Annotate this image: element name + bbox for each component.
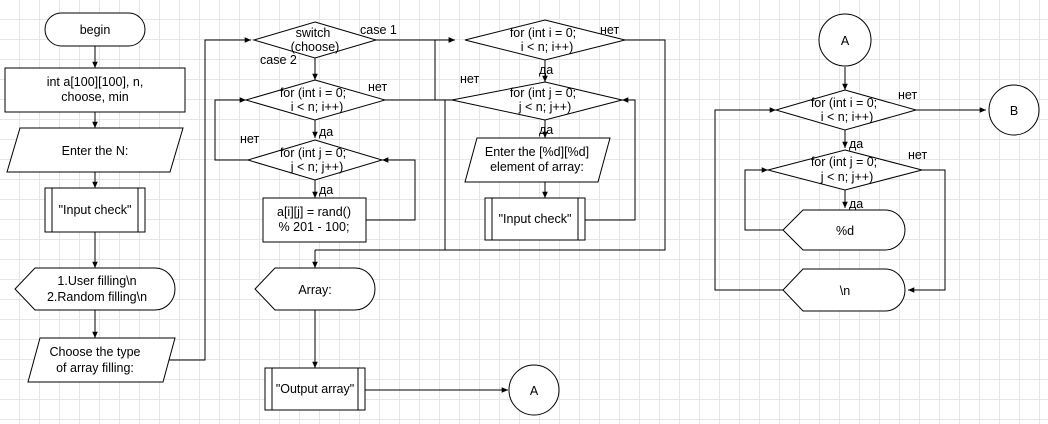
decision-for-j-print: for (int j = 0; j < n; j++) xyxy=(766,149,924,191)
io-choose-type: Choose the type of array filling: xyxy=(27,337,176,383)
node-label: Enter the N: xyxy=(62,144,129,158)
decision-for-i-user: for (int i = 0; i < n; i++) xyxy=(464,19,626,61)
node-label: A xyxy=(530,384,539,398)
edge-printd-back-j xyxy=(744,167,783,231)
display-array: Array: xyxy=(254,267,376,311)
node-label: a[i][j] = rand() xyxy=(277,205,351,219)
edge-forj-no-newline xyxy=(908,169,946,293)
node-label: j < n; j++) xyxy=(290,160,343,174)
decision-for-i-random: for (int i = 0; i < n; i++) xyxy=(244,79,387,121)
connector-b: B xyxy=(988,84,1040,136)
node-label: 2.Random filling\n xyxy=(47,290,147,304)
edge-label-yes: да xyxy=(539,123,553,137)
edge-label-no: нет xyxy=(600,23,619,37)
display-print-newline: \n xyxy=(782,268,906,312)
display-print-d: %d xyxy=(782,209,906,251)
node-label: Array: xyxy=(298,283,331,297)
node-label: i < n; i++) xyxy=(291,100,343,114)
io-enter-n: Enter the N: xyxy=(6,127,184,173)
decision-for-i-print: for (int i = 0; i < n; i++) xyxy=(774,89,918,131)
subprocess-input-check-2: "Input check" xyxy=(484,197,586,241)
subprocess-output-array: "Output array" xyxy=(264,367,366,411)
edge-label-yes: да xyxy=(319,183,333,197)
node-label: choose, min xyxy=(61,90,128,104)
edge-label-yes: да xyxy=(849,197,863,211)
connector-a-in: A xyxy=(818,13,872,67)
connector-a-out: A xyxy=(508,364,560,416)
node-label: Enter the [%d][%d] xyxy=(485,145,589,159)
node-label: % 201 - 100; xyxy=(279,220,350,234)
edge-label-yes: да xyxy=(539,63,553,77)
node-label: Choose the type xyxy=(49,345,140,359)
terminal-begin: begin xyxy=(44,12,146,47)
node-label: element of array: xyxy=(490,160,584,174)
edge-label-yes: да xyxy=(319,125,333,139)
node-label: for (int i = 0; xyxy=(811,96,877,110)
edge-fori-no-user xyxy=(315,39,666,251)
edge-check2-back-j xyxy=(585,97,636,221)
edge-label-no: нет xyxy=(460,72,479,86)
process-declare: int a[100][100], n, choose, min xyxy=(4,67,186,113)
io-enter-element: Enter the [%d][%d] element of array: xyxy=(464,137,611,183)
node-label: i < n; i++) xyxy=(521,40,573,54)
flowchart-edges xyxy=(92,37,986,393)
node-label: switch xyxy=(296,26,331,40)
node-label: (choose) xyxy=(291,40,340,54)
edge-forj-no-back-i-user xyxy=(434,37,455,101)
edge-label-case1: case 1 xyxy=(360,23,397,37)
process-rand-assign: a[i][j] = rand() % 201 - 100; xyxy=(262,197,367,243)
display-menu: 1.User filling\n 2.Random filling\n xyxy=(14,267,176,311)
node-label: for (int j = 0; xyxy=(811,155,877,169)
edge-label-case2: case 2 xyxy=(260,53,297,67)
decision-switch: switch (choose) xyxy=(252,21,378,59)
node-label: i < n; i++) xyxy=(821,110,873,124)
node-label: j < n; j++) xyxy=(518,100,571,114)
node-label: for (int i = 0; xyxy=(510,26,576,40)
node-label: begin xyxy=(80,23,111,37)
node-label: for (int j = 0; xyxy=(510,86,576,100)
edge-label-no: нет xyxy=(908,148,927,162)
edge-label-no: нет xyxy=(240,132,259,146)
subprocess-input-check-1: "Input check" xyxy=(44,187,146,233)
edge-label-yes: да xyxy=(849,137,863,151)
node-label: \n xyxy=(840,284,850,298)
node-label: A xyxy=(841,34,850,48)
node-label: of array filling: xyxy=(56,361,134,375)
decision-for-j-user: for (int j = 0; j < n; j++) xyxy=(451,81,623,121)
node-label: B xyxy=(1010,104,1018,118)
decision-for-j-random: for (int j = 0; j < n; j++) xyxy=(246,139,384,181)
edge-forj-no-back-i xyxy=(214,97,248,161)
edge-newline-back-i xyxy=(714,107,783,291)
edge-label-no: нет xyxy=(898,88,917,102)
node-label: for (int j = 0; xyxy=(280,146,346,160)
node-label: j < n; j++) xyxy=(820,170,873,184)
node-label: for (int i = 0; xyxy=(280,86,346,100)
node-label: "Input check" xyxy=(499,212,572,226)
edge-choose-switch xyxy=(165,37,251,361)
node-label: int a[100][100], n, xyxy=(47,75,144,89)
edge-assign-back-j xyxy=(366,157,416,221)
node-label: "Output array" xyxy=(276,382,354,396)
node-label: "Input check" xyxy=(59,203,132,217)
edge-label-no: нет xyxy=(368,80,387,94)
node-label: %d xyxy=(836,224,854,238)
node-label: 1.User filling\n xyxy=(57,274,136,288)
